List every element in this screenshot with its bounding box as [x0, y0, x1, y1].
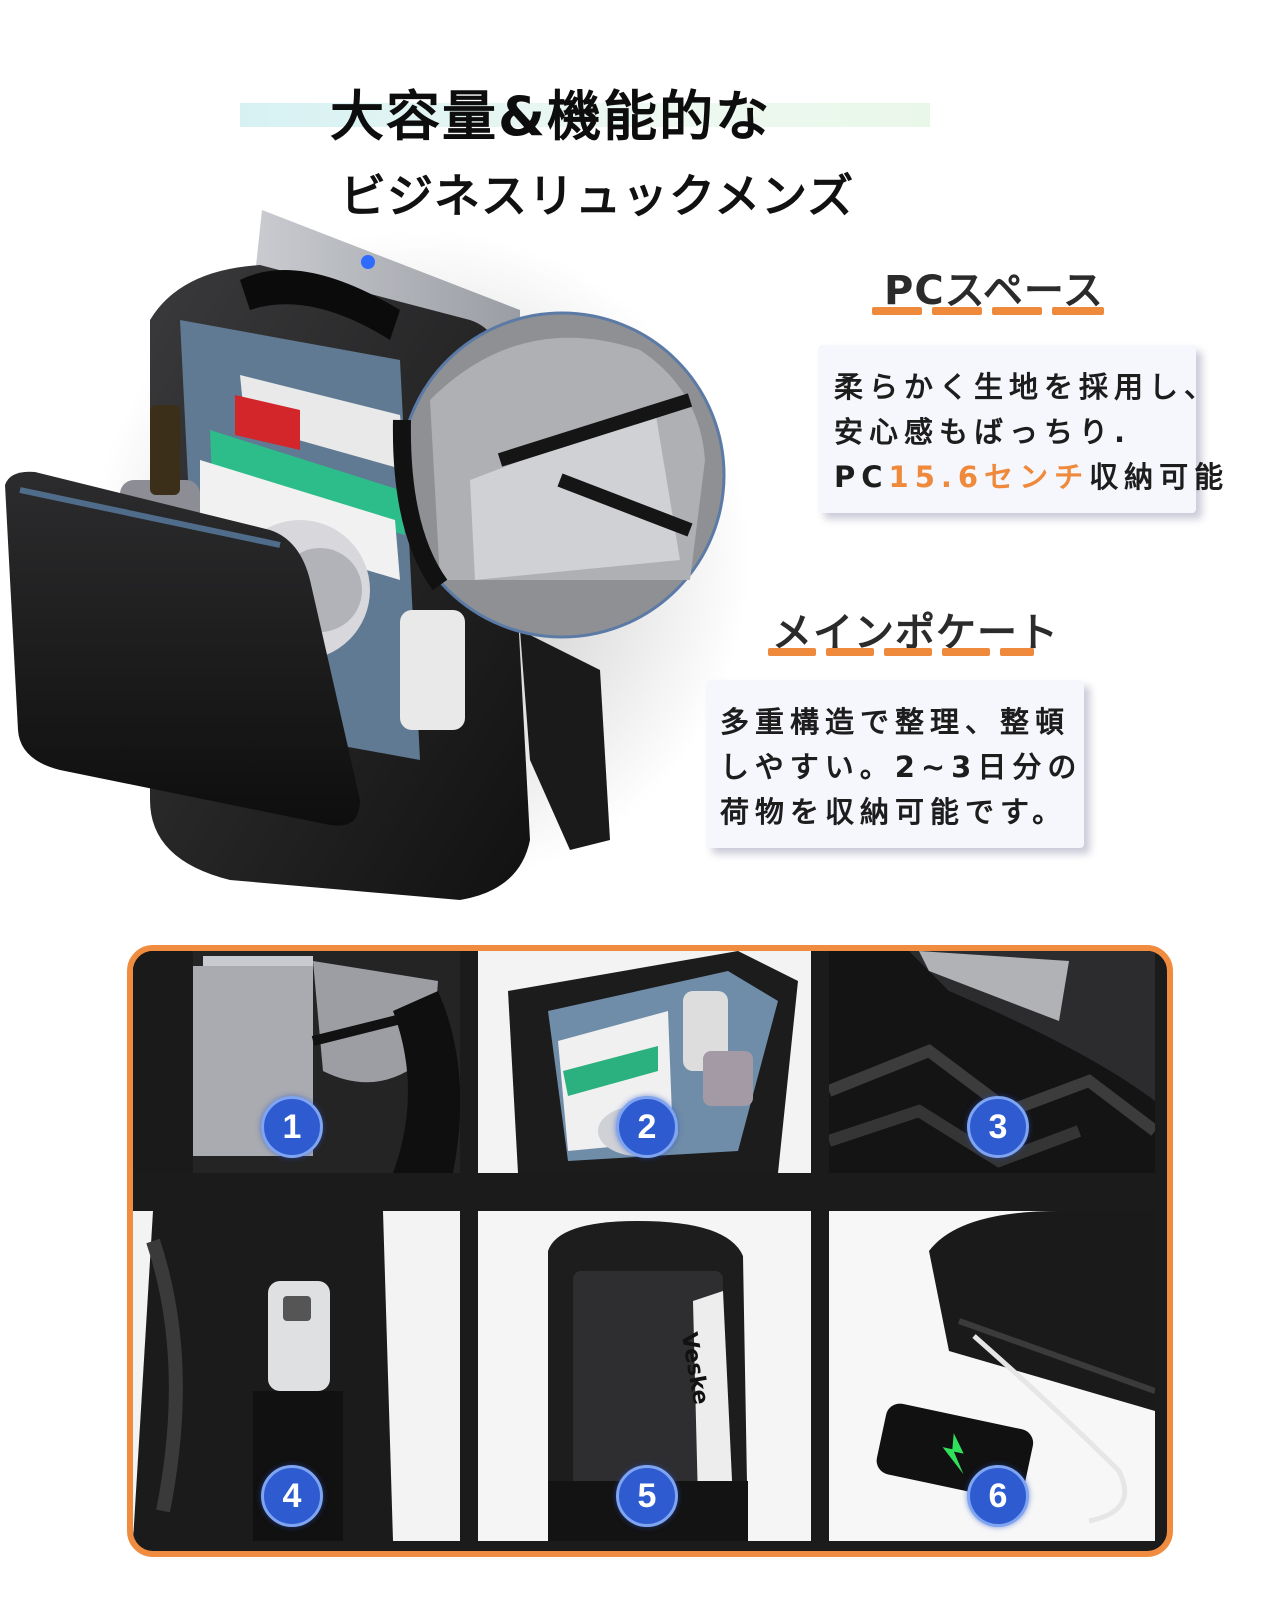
side-pocket-image [133, 1211, 460, 1541]
badge-1: 1 [261, 1096, 323, 1158]
storage-text: 収納可能 [1089, 460, 1230, 494]
badge-6: 6 [967, 1465, 1029, 1527]
badge-4: 4 [261, 1465, 323, 1527]
detail-cell-laptop-pocket: 1 [133, 951, 460, 1173]
detail-cell-back-panel: 3 [829, 951, 1155, 1173]
detail-cell-main-compartment: 2 [478, 951, 811, 1173]
feature-description-box: 柔らかく生地を採用し、 安心感もばっちり. PC15.6センチ収納可能 [818, 345, 1223, 513]
badge-3: 3 [967, 1096, 1029, 1158]
feature-line: 荷物を収納可能です。 [720, 795, 1068, 829]
feature-description-box: 多重構造で整理、整頓 しやすい。2~3日分の 荷物を収納可能です。 [706, 680, 1084, 848]
hero-backpack-image [5, 210, 750, 900]
main-compartment-image [478, 951, 811, 1173]
detail-cell-front-view: Veske 5 [478, 1211, 811, 1541]
page-subtitle: ビジネスリュックメンズ [340, 169, 855, 223]
title-highlight-band [240, 103, 930, 127]
page-title: 大容量&機能的な [330, 85, 772, 148]
detail-grid: 1 2 3 [127, 945, 1173, 1557]
feature-underline [768, 648, 1038, 656]
detail-cell-side-pocket: 4 [133, 1211, 460, 1541]
feature-label-pc-space: PCスペース [884, 268, 1104, 314]
feature-line: PC15.6センチ収納可能 [834, 455, 1229, 500]
feature-underline [872, 307, 1107, 315]
badge-5: 5 [616, 1465, 678, 1527]
back-panel-image [829, 951, 1155, 1173]
badge-2: 2 [616, 1096, 678, 1158]
feature-line: しやすい。2~3日分の [720, 750, 1083, 784]
feature-line: 安心感もばっちり. [834, 415, 1132, 449]
size-highlight: 15.6センチ [888, 460, 1090, 494]
pc-text: PC [834, 460, 889, 494]
detail-cell-usb-port: 6 [829, 1211, 1155, 1541]
feature-line: 多重構造で整理、整頓 [720, 705, 1071, 739]
feature-line: 柔らかく生地を採用し、 [834, 370, 1220, 404]
